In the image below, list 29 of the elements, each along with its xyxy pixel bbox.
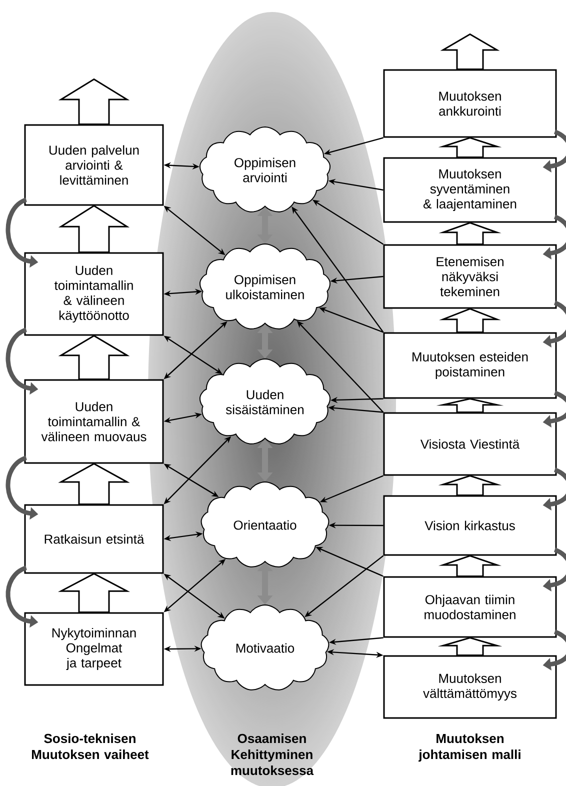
process-box: Vision kirkastus [383, 495, 557, 556]
process-box: Etenemisen näkyväksi tekeminen [383, 244, 557, 309]
column-heading: Muutoksen johtamisen malli [418, 734, 520, 762]
block-arrow [438, 474, 502, 496]
process-box: Muutoksen ankkurointi [383, 69, 557, 138]
column-heading: Osaamisen Kehittyminen muutoksessa [231, 734, 314, 776]
block-arrow [439, 308, 501, 333]
block-arrow [58, 572, 130, 613]
block-arrow [438, 136, 502, 158]
process-box: Muutoksen syventäminen & laajentaminen [383, 157, 557, 223]
block-arrow [438, 636, 502, 656]
process-box: Visiosta Viestintä [383, 412, 557, 476]
process-box: Uuden toimintamallin & välineen muovaus [24, 379, 164, 464]
process-box: Ratkaisun etsintä [24, 504, 164, 574]
process-box: Ohjaavan tiimin muodostaminen [383, 576, 557, 638]
process-box: Nykytoiminnan Ongelmat ja tarpeet [24, 612, 164, 686]
process-box: Muutoksen välttämättömyys [383, 655, 557, 719]
process-box: Uuden toimintamallin & välineen käyttöönotto [24, 252, 164, 336]
block-arrow [440, 33, 500, 70]
block-arrow [58, 204, 130, 253]
block-arrow [436, 398, 504, 413]
column-heading: Sosio-teknisen Muutoksen vaiheet [32, 734, 149, 760]
block-arrow [58, 78, 130, 125]
block-arrow [58, 462, 130, 505]
process-box: Uuden palvelun arviointi & levittäminen [24, 124, 164, 206]
process-box: Muutoksen esteiden poistaminen [383, 332, 557, 399]
block-arrow [58, 334, 130, 380]
block-arrow [438, 554, 502, 577]
block-arrow [438, 222, 502, 245]
